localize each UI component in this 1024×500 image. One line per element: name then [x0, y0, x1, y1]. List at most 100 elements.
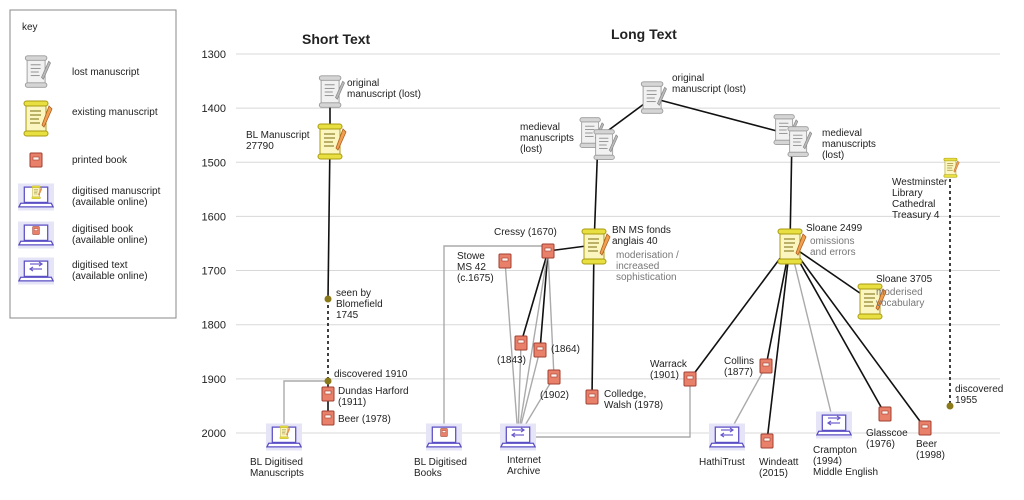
key-title: key — [22, 22, 38, 33]
warrack-label: Warrack(1901) — [650, 359, 688, 381]
edge-cressy-bldb — [443, 245, 548, 425]
beer1978-icon — [321, 410, 335, 426]
dundas-label: Dundas Harford(1911) — [338, 386, 409, 408]
collins-icon — [759, 358, 773, 374]
key-lost-label: lost manuscript — [72, 67, 139, 78]
key-existing-label: existing manuscript — [72, 107, 158, 118]
key-book-icon — [29, 152, 43, 168]
blomefield-icon — [324, 295, 332, 303]
year-tick-label: 1500 — [202, 157, 226, 169]
year-tick-label: 2000 — [202, 428, 226, 440]
edge-warrack-ia — [532, 384, 691, 438]
year-tick-label: 1300 — [202, 49, 226, 61]
colledge-label: Colledge,Walsh (1978) — [604, 389, 663, 411]
edge-sloane2499-glasscoe — [789, 244, 886, 415]
edge-sloane2499-collins — [765, 244, 791, 367]
key-digi-text-icon — [18, 257, 54, 285]
sloane3705-label: Sloane 3705 — [876, 274, 933, 285]
edge-stowe-ia — [504, 260, 519, 438]
windeatt-label: Windeatt(2015) — [759, 457, 799, 479]
bldb-icon — [426, 423, 462, 451]
year-axis: 1300 1400 1500 1600 1700 1800 1900 2000 — [202, 49, 226, 440]
year-tick-label: 1600 — [202, 211, 226, 223]
key-digi-book-icon — [18, 221, 54, 249]
edge-b1864-ia — [517, 349, 541, 438]
westminster-icon — [943, 157, 960, 178]
glasscoe-label: Glasscoe(1976) — [866, 428, 908, 450]
edge-sloane2499-sloane3705 — [789, 244, 871, 301]
cressy-icon — [541, 243, 555, 259]
key-digi-book-label: digitised book(available online) — [72, 224, 148, 246]
stowe-icon — [498, 253, 512, 269]
edge-disc1910-bldm — [283, 380, 328, 425]
nodes — [266, 75, 960, 451]
year-tick-label: 1400 — [202, 103, 226, 115]
beer1998-label: Beer(1998) — [916, 439, 945, 461]
short-text-heading: Short Text — [302, 31, 371, 47]
b1902-icon — [547, 369, 561, 385]
collins-label: Collins(1877) — [724, 356, 754, 378]
key-digi-text-label: digitised text(available online) — [72, 260, 148, 282]
warrack-icon — [683, 371, 697, 387]
edge-sloane2499-windeatt — [766, 244, 791, 442]
edge-cressy-ia — [517, 250, 549, 438]
long-text-heading: Long Text — [611, 26, 677, 42]
disc1955-icon — [946, 402, 954, 410]
windeatt-icon — [760, 433, 774, 449]
med-r-icon — [773, 114, 812, 157]
edge-lt-orig-med-r — [651, 97, 793, 136]
beer1978-label: Beer (1978) — [338, 414, 391, 425]
b1843-icon — [514, 335, 528, 351]
crampton-icon — [816, 411, 852, 439]
edge-bnms-colledge — [591, 244, 595, 398]
b1902-label: (1902) — [540, 390, 569, 401]
grid-lines — [236, 53, 1000, 434]
bnms-icon — [581, 228, 611, 265]
edge-sloane2499-warrack — [689, 244, 791, 380]
key-book-label: printed book — [72, 155, 128, 166]
b1864-icon — [533, 342, 547, 358]
edge-sloane2499-beer1998 — [789, 244, 926, 429]
st-orig-icon — [318, 75, 345, 108]
key-digi-ms-icon — [18, 183, 54, 211]
disc1910-icon — [324, 377, 332, 385]
crampton-label: Crampton(1994)Middle English — [813, 445, 878, 478]
sloane2499-label: Sloane 2499 — [806, 223, 863, 234]
edge-bl27790-blomefield — [327, 139, 331, 300]
edge-cressy-b1902 — [547, 250, 555, 378]
colledge-icon — [585, 389, 599, 405]
edge-cressy-b1864 — [539, 250, 549, 351]
year-tick-label: 1900 — [202, 374, 226, 386]
year-tick-label: 1700 — [202, 266, 226, 278]
bldm-icon — [266, 423, 302, 451]
cressy-label: Cressy (1670) — [494, 227, 557, 238]
sloane2499-icon — [777, 228, 807, 265]
hathi-label: HathiTrust — [699, 457, 745, 468]
hathi-icon — [709, 423, 745, 451]
glasscoe-icon — [878, 406, 892, 422]
b1864-label: (1864) — [551, 344, 580, 355]
edge-b1843-ia — [517, 342, 522, 438]
year-tick-label: 1800 — [202, 320, 226, 332]
beer1998-icon — [918, 420, 932, 436]
bl27790-icon — [317, 123, 347, 160]
edge-sloane2499-crampton — [789, 244, 835, 426]
dundas-icon — [321, 386, 335, 402]
ia-icon — [500, 423, 536, 451]
b1843-label: (1843) — [497, 355, 526, 366]
